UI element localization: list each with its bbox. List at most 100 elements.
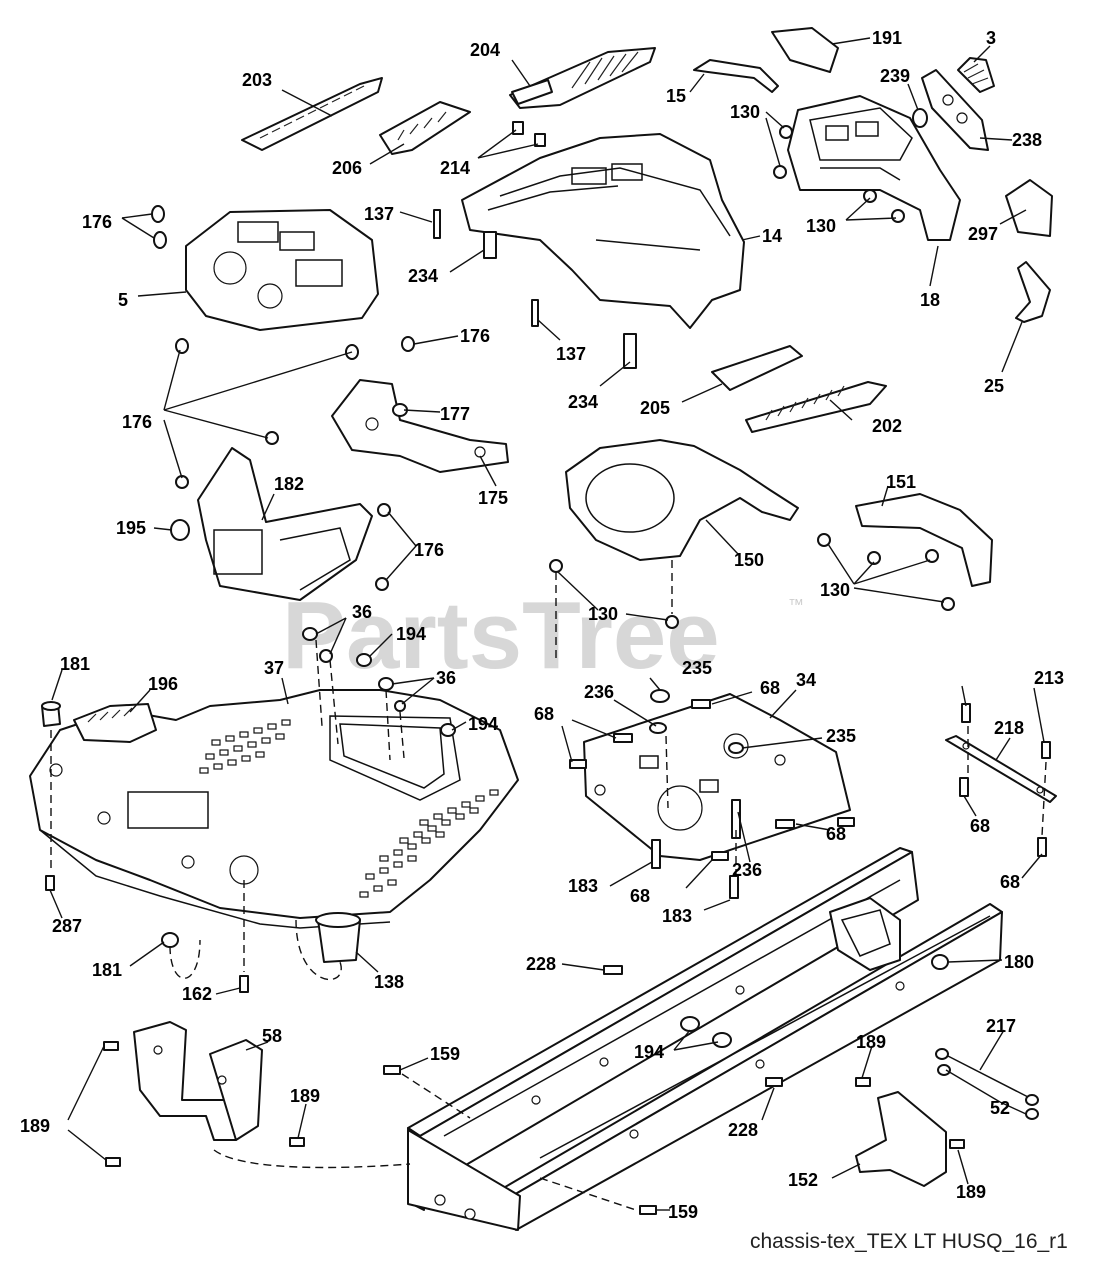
callout-label: 68 — [534, 704, 554, 724]
callout-label: 206 — [332, 158, 362, 178]
callout-label: 15 — [666, 86, 686, 106]
part-25-bracket — [1015, 261, 1051, 323]
callout-label: 236 — [732, 860, 762, 880]
part-152-bracket — [855, 1091, 947, 1187]
callout-label: 194 — [468, 714, 498, 734]
part-203-grille — [241, 77, 383, 151]
part-204-grille-cap — [509, 47, 656, 109]
callout-label: 196 — [148, 674, 178, 694]
assembly-lines — [50, 560, 1047, 1211]
diagram-id-label: chassis-tex_TEX LT HUSQ_16_r1 — [750, 1230, 1068, 1253]
callout-label: 68 — [630, 886, 650, 906]
callout-label: 238 — [1012, 130, 1042, 150]
callout-label: 183 — [568, 876, 598, 896]
part-195-cap — [170, 519, 190, 541]
part-150-shroud — [565, 439, 799, 561]
callout-label: 68 — [1000, 872, 1020, 892]
callout-label: 189 — [856, 1032, 886, 1052]
callout-label: 130 — [820, 580, 850, 600]
callout-label: 162 — [182, 984, 212, 1004]
part-218-bracket — [945, 735, 1057, 803]
callout-label: 195 — [116, 518, 146, 538]
callout-label: 297 — [968, 224, 998, 244]
part-3-emblem — [957, 57, 995, 93]
part-214-clips — [512, 121, 546, 147]
part-176-bolts-mid — [175, 431, 391, 591]
callout-label: 58 — [262, 1026, 282, 1046]
part-37-chassis-cover — [29, 689, 519, 929]
callout-label: 236 — [584, 682, 614, 702]
callout-label: 18 — [920, 290, 940, 310]
callout-label: 235 — [826, 726, 856, 746]
callout-label: 235 — [682, 658, 712, 678]
part-162-bolt — [239, 975, 249, 993]
callout-label: 3 — [986, 28, 996, 48]
part-297-block — [1005, 179, 1053, 237]
watermark-trademark: ™ — [788, 597, 804, 614]
part-frame-hitch-block — [829, 897, 949, 971]
part-176-bolts-top — [151, 205, 415, 360]
part-34-engine-plate — [583, 693, 851, 861]
part-18-dash-panel — [787, 95, 961, 241]
part-181-bushing-lower — [161, 932, 179, 948]
callout-label: 34 — [796, 670, 816, 690]
callout-label: 176 — [82, 212, 112, 232]
part-239-knob — [912, 108, 928, 128]
callout-label: 159 — [668, 1202, 698, 1222]
callout-label: 189 — [20, 1116, 50, 1136]
callout-label: 68 — [970, 816, 990, 836]
callout-label: 228 — [728, 1120, 758, 1140]
part-175-bracket — [331, 379, 509, 473]
callout-label: 218 — [994, 718, 1024, 738]
callout-label: 25 — [984, 376, 1004, 396]
part-14-hood — [461, 133, 745, 329]
callout-label: 176 — [122, 412, 152, 432]
part-68-bolts — [569, 699, 855, 861]
callout-label: 234 — [408, 266, 438, 286]
callout-label: 176 — [460, 326, 490, 346]
callout-label: 151 — [886, 472, 916, 492]
part-205-insert — [711, 345, 803, 391]
callout-label: 213 — [1034, 668, 1064, 688]
callout-label: 5 — [118, 290, 128, 310]
callout-label: 37 — [264, 658, 284, 678]
callout-label: 177 — [440, 404, 470, 424]
callout-label: 202 — [872, 416, 902, 436]
part-58-bracket — [133, 1021, 263, 1141]
callout-label: 14 — [762, 226, 782, 246]
part-194-nuts — [356, 653, 456, 737]
part-151-bracket — [855, 493, 993, 587]
part-287-bolt — [45, 875, 55, 891]
part-5-console-cover — [185, 209, 379, 331]
callout-label: 191 — [872, 28, 902, 48]
callout-label: 183 — [662, 906, 692, 926]
part-181-bushing — [41, 701, 61, 727]
callout-label: 287 — [52, 916, 82, 936]
callout-label: 52 — [990, 1098, 1010, 1118]
part-130-bolts-mid — [549, 533, 955, 629]
callout-label: 36 — [436, 668, 456, 688]
callout-label: 181 — [92, 960, 122, 980]
part-238-side-panel — [921, 69, 989, 151]
leader-lines — [49, 37, 1045, 1211]
callout-label: 204 — [470, 40, 500, 60]
callout-label: 159 — [430, 1044, 460, 1064]
callout-label: 182 — [274, 474, 304, 494]
callout-label: 68 — [826, 824, 846, 844]
part-183-bolts — [651, 839, 739, 899]
part-137-strips — [433, 209, 539, 327]
callout-label: 203 — [242, 70, 272, 90]
callout-label: 175 — [478, 488, 508, 508]
callout-label: 176 — [414, 540, 444, 560]
callout-label: 130 — [806, 216, 836, 236]
callout-label: 137 — [364, 204, 394, 224]
callout-label: 214 — [440, 158, 470, 178]
callout-label: 194 — [634, 1042, 664, 1062]
part-206-vent-insert — [379, 101, 471, 155]
callout-label: 217 — [986, 1016, 1016, 1036]
callout-label: 181 — [60, 654, 90, 674]
callout-label: 150 — [734, 550, 764, 570]
callout-label: 68 — [760, 678, 780, 698]
part-234-clips — [483, 231, 637, 369]
